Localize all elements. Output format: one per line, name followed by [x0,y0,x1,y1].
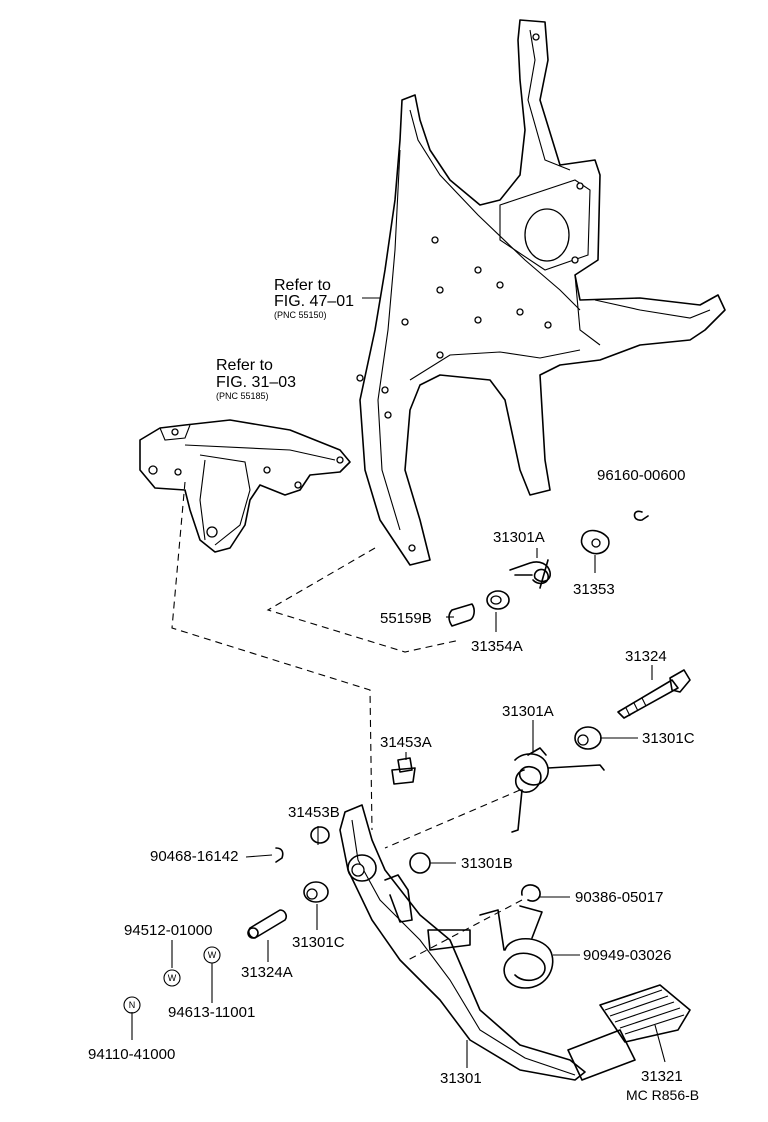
bushing-31301C-right [574,726,602,750]
part-label-31324: 31324 [625,648,667,665]
bushing-31301C-left [303,881,329,903]
clip-96160 [633,510,649,521]
part-label-90386-05017: 90386-05017 [575,889,663,906]
cushion-31453B [310,826,330,844]
pin-55159B [448,603,475,627]
ref-label-pnc: (PNC 55150) [274,310,327,320]
nut-marker-circle [123,996,141,1014]
part-label-31321: 31321 [641,1068,683,1085]
brake-pedal-arm [339,804,586,1081]
part-label-31324A: 31324A [241,964,293,981]
part-label-31301B: 31301B [461,855,513,872]
part-label-31301: 31301 [440,1070,482,1087]
part-label-90949-03026: 90949-03026 [583,947,671,964]
ref-label-line1: Refer to [216,357,273,374]
part-label-94613-11001: 94613-11001 [168,1004,255,1021]
clip-90386 [521,884,541,902]
bushing-31353 [580,529,610,555]
ref-label-line2: FIG. 47–01 [274,293,354,310]
part-label-31301A-mid: 31301A [502,703,554,720]
ref-label-line2: FIG. 31–03 [216,374,296,391]
part-label-96160-00600: 96160-00600 [597,467,685,484]
part-label-94512-01000: 94512-01000 [124,922,212,939]
part-label-31353: 31353 [573,581,615,598]
part-label-31301A-top: 31301A [493,529,545,546]
part-label-94110-41000: 94110-41000 [88,1046,175,1063]
clip-90468 [275,847,284,863]
spring-31301A-top [509,559,551,589]
washer-marker-circle [203,946,221,964]
washer-marker-1: W [168,973,177,983]
assist-spring-90949 [479,905,554,989]
part-label-31301C-left: 31301C [292,934,345,951]
pedal-support-bracket [356,19,726,566]
washer-marker-2: W [208,950,217,960]
bolt-31324 [617,669,691,719]
part-label-31453B: 31453B [288,804,340,821]
part-label-31453A: 31453A [380,734,432,751]
nut-marker: N [129,1000,136,1010]
part-label-55159B: 55159B [380,610,432,627]
collar-31354A [486,590,510,610]
reference-fig-47-01: Refer to FIG. 47–01 (PNC 55150) [274,277,354,320]
stopper-31453A [391,757,416,785]
washer-marker-circle [163,969,181,987]
circled-markers: W W N [123,946,221,1014]
dashed-guide-lines [171,481,523,961]
pedal-pad [567,984,691,1081]
reference-fig-31-03: Refer to FIG. 31–03 (PNC 55185) [216,357,296,401]
part-label-90468-16142: 90468-16142 [150,848,238,865]
part-label-31354A: 31354A [471,638,523,655]
clutch-bracket [139,419,351,553]
leader-lines [131,297,666,1068]
part-labels: 96160-00600 31301A 31353 55159B 31354A 3… [88,467,695,1087]
pin-31324A [247,909,287,939]
bushing-31301B [409,852,431,874]
return-spring-31301A [511,747,605,833]
ref-label-line1: Refer to [274,277,331,294]
ref-label-pnc: (PNC 55185) [216,391,269,401]
part-label-31301C-right: 31301C [642,730,695,747]
figure-code: MC R856-B [626,1087,699,1103]
